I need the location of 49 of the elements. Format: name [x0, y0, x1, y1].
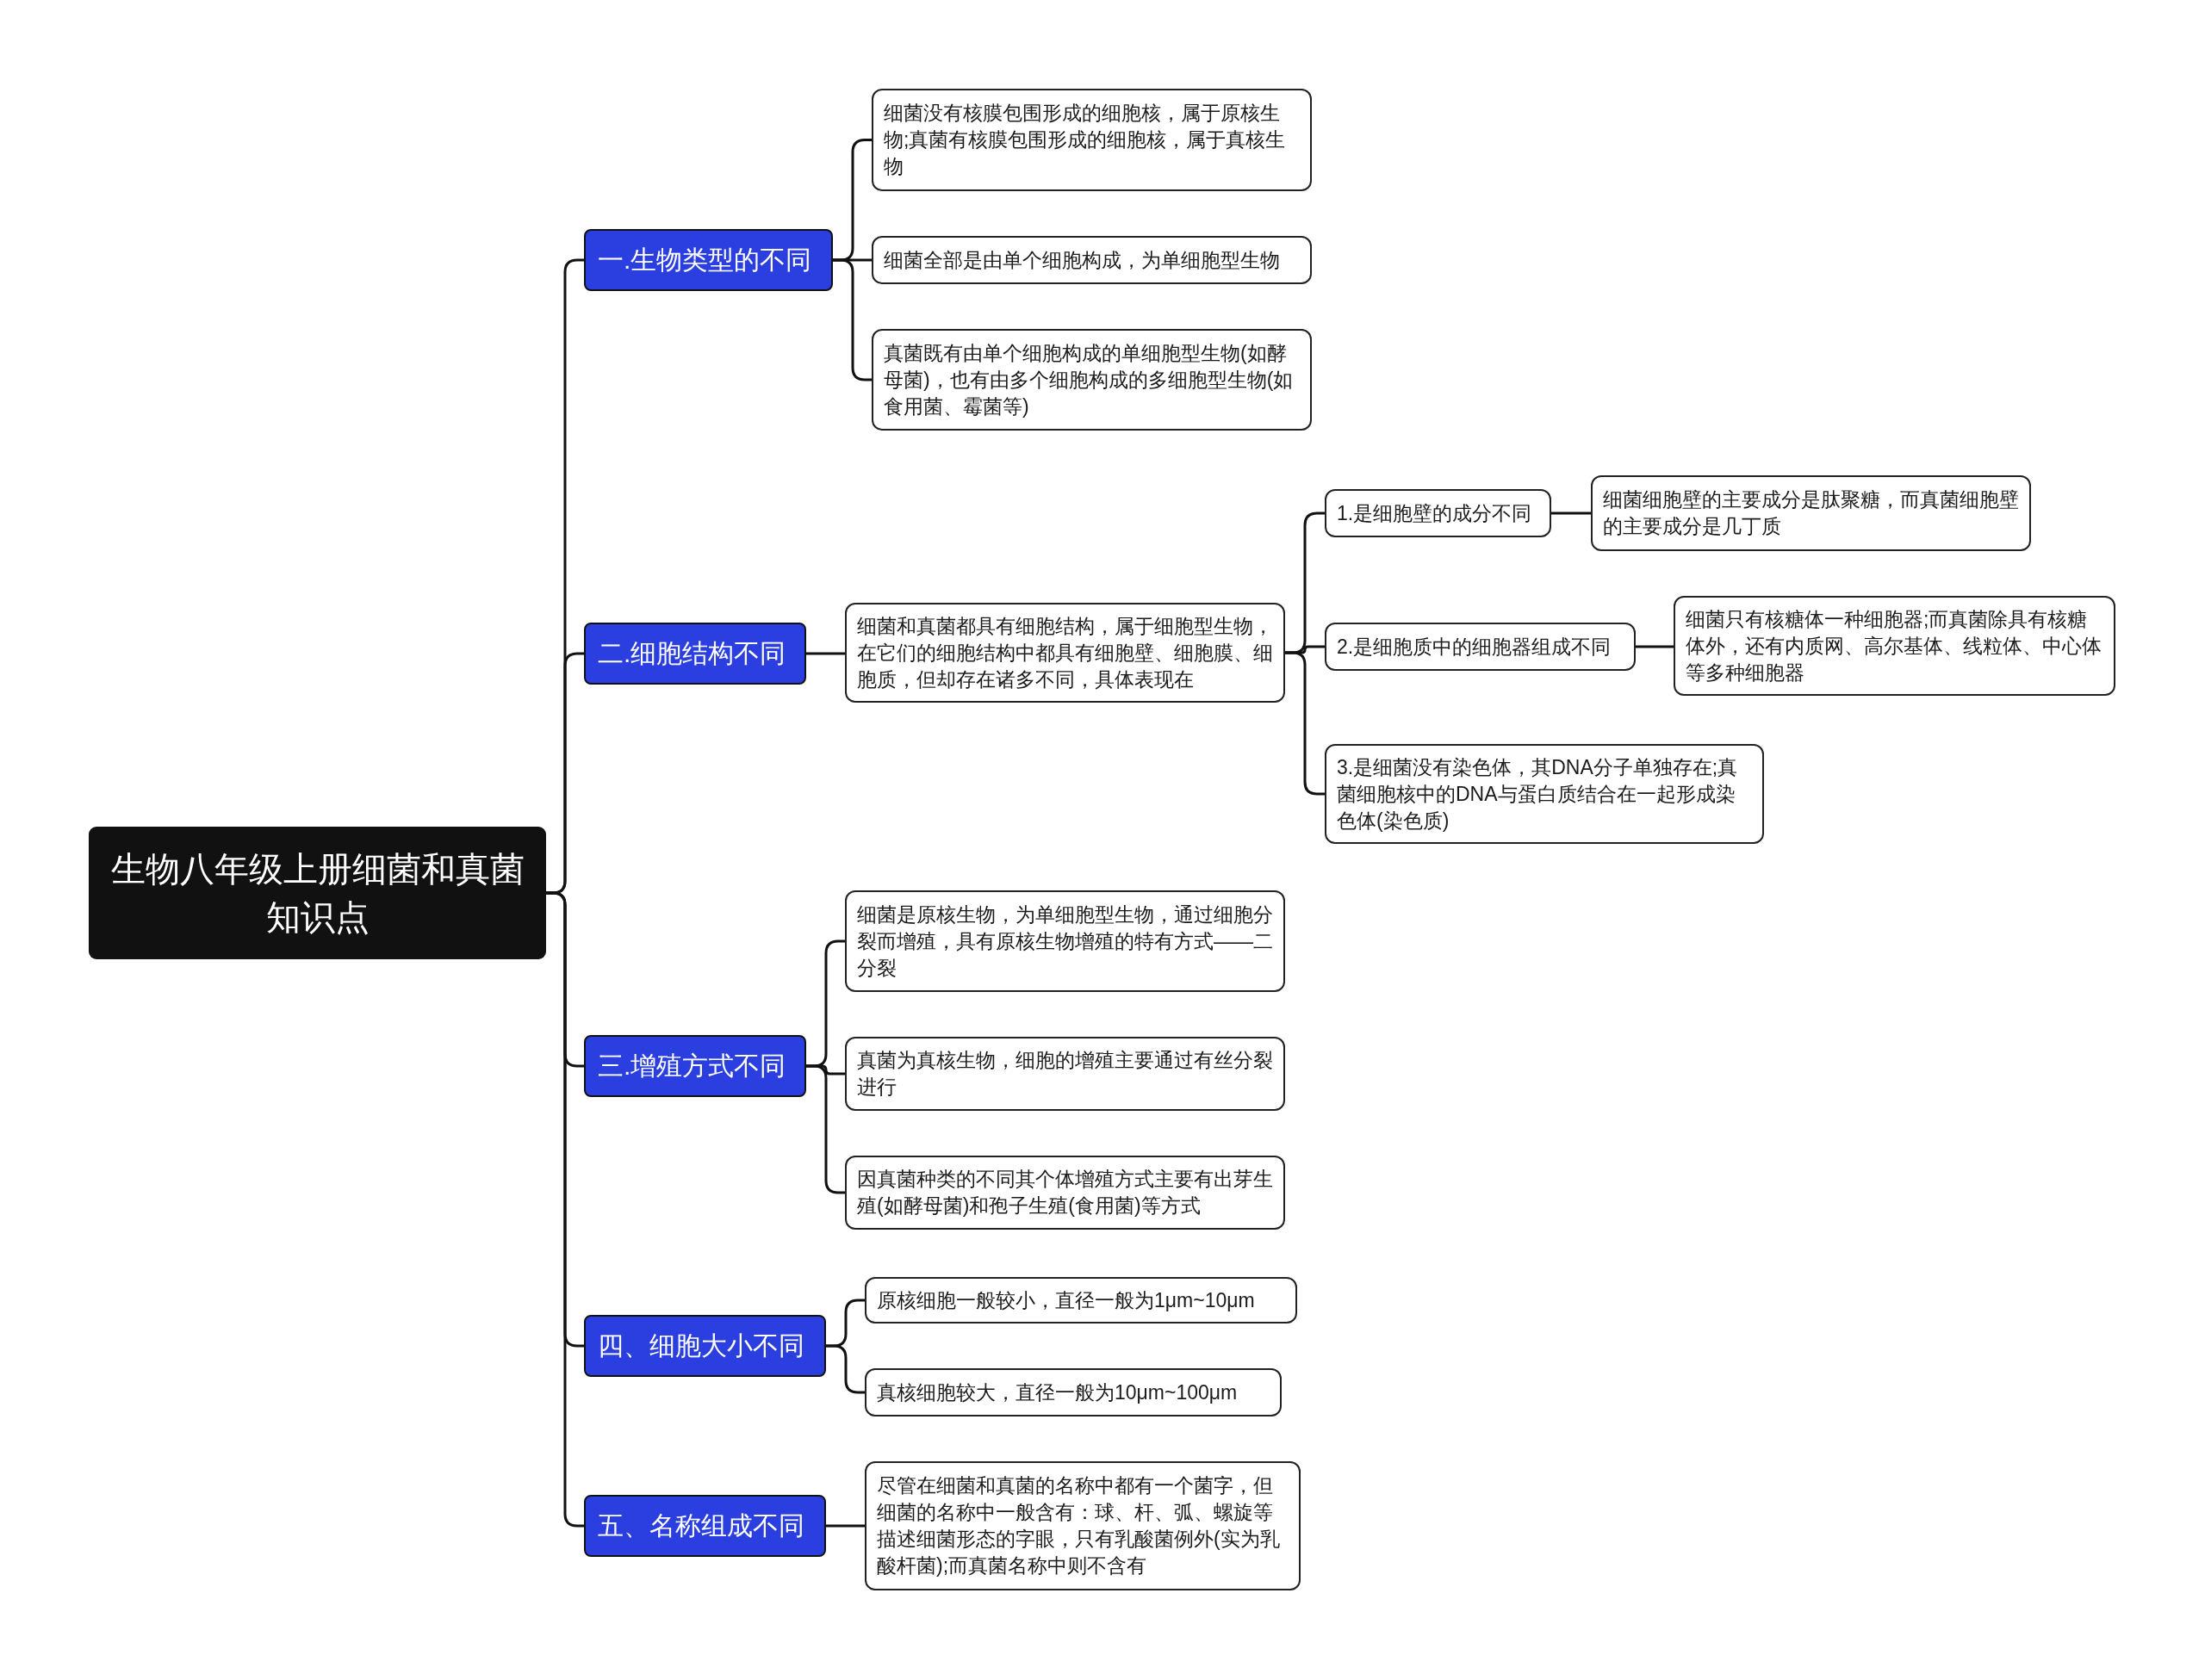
node-text: 二.细胞结构不同	[598, 638, 786, 669]
branch-topic-box	[584, 229, 833, 291]
node-text: 2.是细胞质中的细胞器组成不同	[1337, 634, 1612, 660]
branch-topic-box	[584, 1315, 826, 1377]
connector-line	[1636, 645, 1674, 648]
node-text: 一.生物类型的不同	[598, 245, 812, 276]
note-box	[865, 1277, 1297, 1324]
note-box	[865, 1461, 1301, 1590]
note-box	[1325, 744, 1764, 844]
note-box	[872, 89, 1312, 191]
note-box	[845, 603, 1285, 703]
note-box	[1674, 596, 2115, 696]
node-text: 三.增殖方式不同	[598, 1051, 786, 1082]
note-box	[845, 1156, 1285, 1230]
note-box	[845, 890, 1285, 992]
node-text: 细菌没有核膜包围形成的细胞核，属于原核生物;真菌有核膜包围形成的细胞核，属于真核生物	[884, 101, 1287, 179]
note-box	[865, 1368, 1282, 1417]
note-box	[1325, 623, 1636, 671]
connector-line	[1285, 651, 1325, 796]
node-text: 细菌只有核糖体一种细胞器;而真菌除具有核糖体外，还有内质网、高尔基体、线粒体、中心体等多种细胞器	[1686, 606, 2103, 685]
node-text: 因真菌种类的不同其个体增殖方式主要有出芽生殖(如酵母菌)和孢子生殖(食用菌)等方式	[857, 1167, 1273, 1218]
connector-line	[826, 1524, 865, 1528]
node-text: 生物八年级上册细菌和真菌知识点	[109, 849, 525, 938]
node-text: 细菌细胞壁的主要成分是肽聚糖，而真菌细胞壁的主要成分是几丁质	[1603, 487, 2019, 539]
note-box	[845, 1037, 1285, 1111]
connector-line	[833, 258, 872, 381]
node-text: 原核细胞一般较小，直径一般为1μm~10μm	[877, 1287, 1255, 1313]
branch-topic-box	[584, 623, 806, 685]
node-text: 尽管在细菌和真菌的名称中都有一个菌字，但细菌的名称中一般含有：球、杆、弧、螺旋等描述细菌形态的字眼，只有乳酸菌例外(实为乳酸杆菌);而真菌名称中则不含有	[877, 1473, 1281, 1578]
branch-topic-box	[584, 1495, 826, 1557]
node-text: 细菌和真菌都具有细胞结构，属于细胞型生物，在它们的细胞结构中都具有细胞壁、细胞膜、细胞质，但却存在诸多不同，具体表现在	[857, 613, 1273, 692]
note-box	[1591, 475, 2031, 551]
connector-line	[806, 652, 845, 655]
node-text: 真核细胞较大，直径一般为10μm~100μm	[877, 1379, 1238, 1405]
note-box	[872, 329, 1312, 431]
connector-line	[1551, 511, 1591, 515]
node-text: 四、细胞大小不同	[598, 1330, 804, 1361]
note-box	[1325, 489, 1551, 537]
node-text: 3.是细菌没有染色体，其DNA分子单独存在;真菌细胞核中的DNA与蛋白质结合在一起形成染色体(染色质)	[1337, 754, 1739, 834]
central-topic-box	[89, 827, 546, 959]
node-text: 细菌全部是由单个细胞构成，为单细胞型生物	[884, 247, 1280, 273]
note-box	[872, 236, 1312, 284]
connector-line	[806, 1064, 845, 1194]
node-text: 1.是细胞壁的成分不同	[1337, 500, 1532, 526]
node-text: 真菌既有由单个细胞构成的单细胞型生物(如酵母菌)，也有由多个细胞构成的多细胞型生物(如食用菌、霉菌等)	[884, 340, 1295, 419]
node-text: 细菌是原核生物，为单细胞型生物，通过细胞分裂而增殖，具有原核生物增殖的特有方式——二分裂	[857, 902, 1273, 981]
node-text: 五、名称组成不同	[598, 1510, 804, 1541]
branch-topic-box	[584, 1035, 806, 1097]
node-text: 真菌为真核生物，细胞的增殖主要通过有丝分裂进行	[857, 1048, 1273, 1100]
